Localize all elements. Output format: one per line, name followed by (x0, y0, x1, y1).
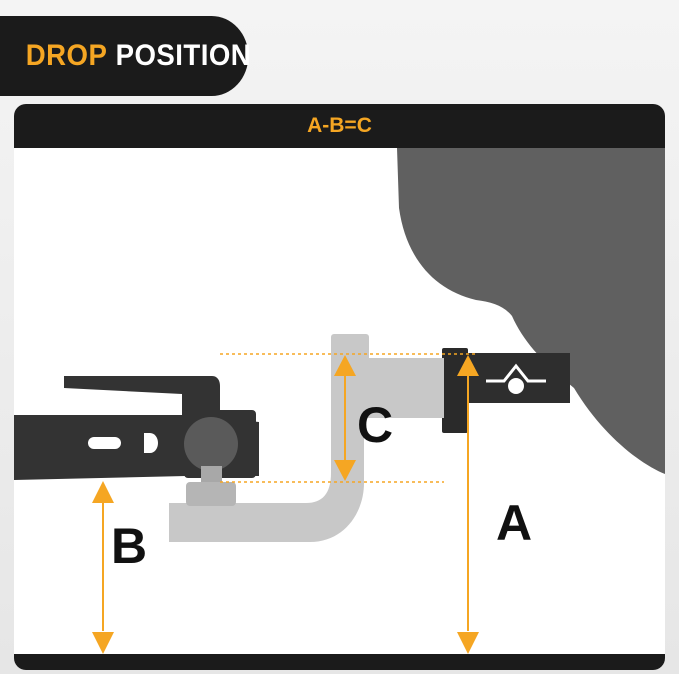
coupler-latch (64, 376, 220, 418)
diagram-panel: A-B=C (14, 104, 665, 670)
hitch-pin-hole (508, 378, 524, 394)
arrow-b (92, 481, 114, 654)
label-b: B (111, 518, 148, 574)
label-a: A (496, 495, 533, 551)
arrow-a (457, 355, 479, 654)
title-word-drop: DROP (25, 39, 108, 72)
arrow-c (334, 355, 356, 481)
hitch-ball (184, 417, 238, 471)
ball-neck (201, 466, 222, 484)
mount-shank (359, 358, 444, 418)
vehicle-body (397, 148, 665, 474)
equation-header: A-B=C (307, 114, 372, 137)
section-title: DROP POSITION (0, 16, 251, 96)
ball-base-nut (186, 482, 236, 506)
title-word-position: POSITION (115, 39, 252, 72)
hitch-diagram (14, 148, 665, 654)
tongue-slot-icon (88, 437, 121, 449)
diagram-scene: C A B (14, 148, 665, 654)
tongue-slot-right-icon (144, 433, 158, 453)
label-c: C (357, 397, 394, 453)
receiver-collar (442, 348, 468, 433)
hitch-pin-icon (486, 363, 546, 383)
